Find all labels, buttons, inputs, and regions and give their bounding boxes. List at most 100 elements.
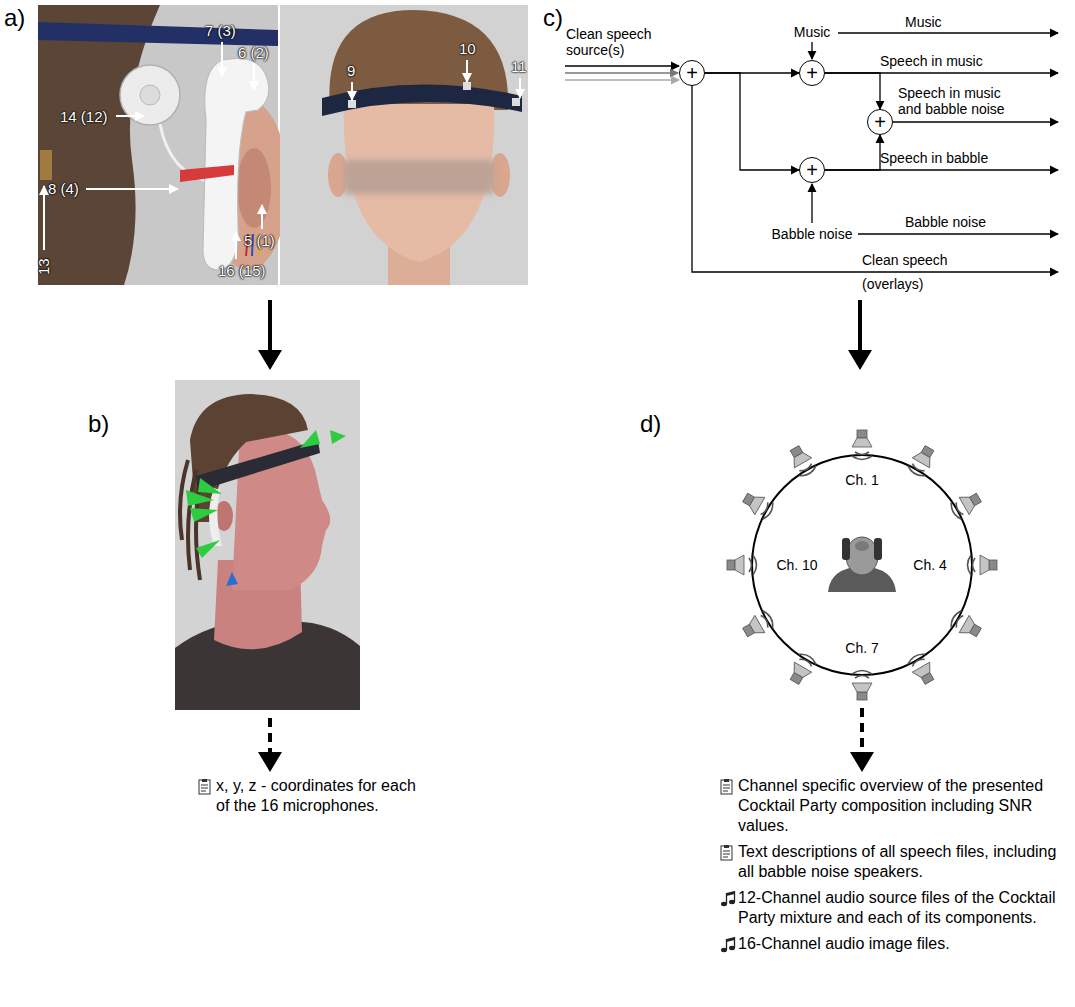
loudspeaker-ring [786, 443, 818, 479]
callout-arrow [43, 186, 45, 250]
audio-icon [721, 937, 735, 952]
loudspeaker-ring [948, 489, 984, 521]
output-label: Speech in babble [880, 150, 988, 166]
face-photo [280, 5, 528, 285]
microphone-marker [190, 508, 218, 522]
sum-circle: + [799, 60, 825, 86]
listener-figure [846, 537, 878, 575]
panel-letter: b) [88, 410, 109, 438]
channel-label: Ch. 7 [845, 640, 878, 656]
loudspeaker-ring [752, 455, 972, 675]
face-photo [280, 5, 528, 285]
flow-arrow [850, 752, 874, 772]
signal-connector [705, 73, 799, 170]
listener-figure [855, 541, 869, 551]
file-icon [723, 851, 730, 857]
listener-figure [828, 537, 896, 592]
file-icon [724, 779, 729, 782]
face-photo [344, 160, 494, 194]
sum-circle: + [867, 109, 893, 135]
panel-letter: c) [543, 4, 563, 32]
loudspeaker-ring [852, 671, 872, 701]
callout-arrow [86, 188, 178, 190]
file-icon [721, 846, 732, 860]
file-icon [202, 779, 207, 782]
head-scan [175, 380, 360, 710]
callout-arrow [253, 64, 255, 90]
signal-line [838, 32, 1058, 33]
signal-line [858, 233, 1058, 234]
listener-figure [842, 538, 850, 560]
callout-arrow [44, 42, 520, 259]
signal-line [565, 79, 679, 80]
callout-number: 7 (3) [205, 22, 236, 39]
face-photo [463, 82, 471, 90]
file-icon [199, 780, 210, 794]
ear-photo [38, 5, 288, 285]
callout-arrow [466, 60, 468, 82]
loudspeaker-ring [906, 443, 938, 479]
ear-photo [38, 22, 278, 46]
flow-arrow [860, 708, 864, 752]
sum-sign: + [806, 160, 818, 180]
callout-number: 13 [35, 258, 52, 275]
signal-line [811, 42, 812, 59]
file-icon [721, 779, 732, 794]
loudspeaker-ring [727, 555, 757, 575]
file-icon [201, 785, 208, 791]
flow-arrow [268, 300, 272, 352]
output-note: Channel specific overview of the present… [738, 776, 1066, 836]
callout-number: 9 [347, 62, 355, 79]
head-scan [175, 380, 360, 710]
microphone-marker [196, 540, 220, 558]
ear-photo [38, 5, 160, 285]
callout-arrow [351, 82, 353, 100]
flow-arrow [858, 300, 862, 352]
output-label: Clean speech [862, 252, 948, 268]
callout-number: 5 (1) [244, 232, 275, 249]
flow-arrow [258, 752, 282, 772]
output-note: x, y, z - coordinates for each of the 16… [216, 776, 430, 816]
sum-circle: + [679, 60, 705, 86]
file-icon [724, 845, 729, 848]
ear-photo [40, 150, 52, 180]
loudspeaker-ring [948, 609, 984, 641]
callout-number: 14 (12) [60, 108, 108, 125]
ear-photo [140, 85, 160, 105]
signal-line [893, 121, 1058, 122]
output-label: Speech in music and babble noise [898, 85, 1016, 117]
input-label: Babble noise [772, 226, 853, 242]
channel-label: Ch. 1 [845, 472, 878, 488]
callout-number: 8 (4) [48, 180, 79, 197]
sum-sign: + [874, 112, 886, 132]
output-label: Babble noise [905, 214, 986, 230]
microphone-marker [330, 430, 346, 444]
face-photo [348, 100, 356, 108]
callout-arrow [519, 78, 521, 98]
sum-sign: + [686, 63, 698, 83]
file-icon [721, 845, 732, 860]
microphone-marker [300, 430, 320, 448]
microphone-marker [198, 478, 222, 494]
callout-number: 10 [459, 40, 476, 57]
callout-arrow [116, 115, 144, 117]
channel-label: Ch. 4 [913, 557, 946, 573]
output-label: Music [905, 14, 942, 30]
loudspeaker-ring [786, 651, 818, 687]
flow-arrow [848, 350, 872, 370]
flow-arrow [258, 350, 282, 370]
ear-photo [237, 148, 271, 228]
signal-line [692, 86, 1058, 272]
audio-icon [727, 891, 735, 896]
microphone-marker [186, 430, 346, 558]
loudspeaker-ring [740, 609, 776, 641]
output-note: Text descriptions of all speech files, i… [738, 842, 1066, 882]
flow-arrow [268, 718, 272, 752]
input-label: Clean speech source(s) [566, 26, 666, 58]
output-note: 16-Channel audio image files. [738, 934, 1066, 954]
signal-connector [825, 73, 880, 109]
signal-line [811, 184, 812, 223]
ear-photo [180, 165, 234, 182]
sum-sign: + [806, 63, 818, 83]
